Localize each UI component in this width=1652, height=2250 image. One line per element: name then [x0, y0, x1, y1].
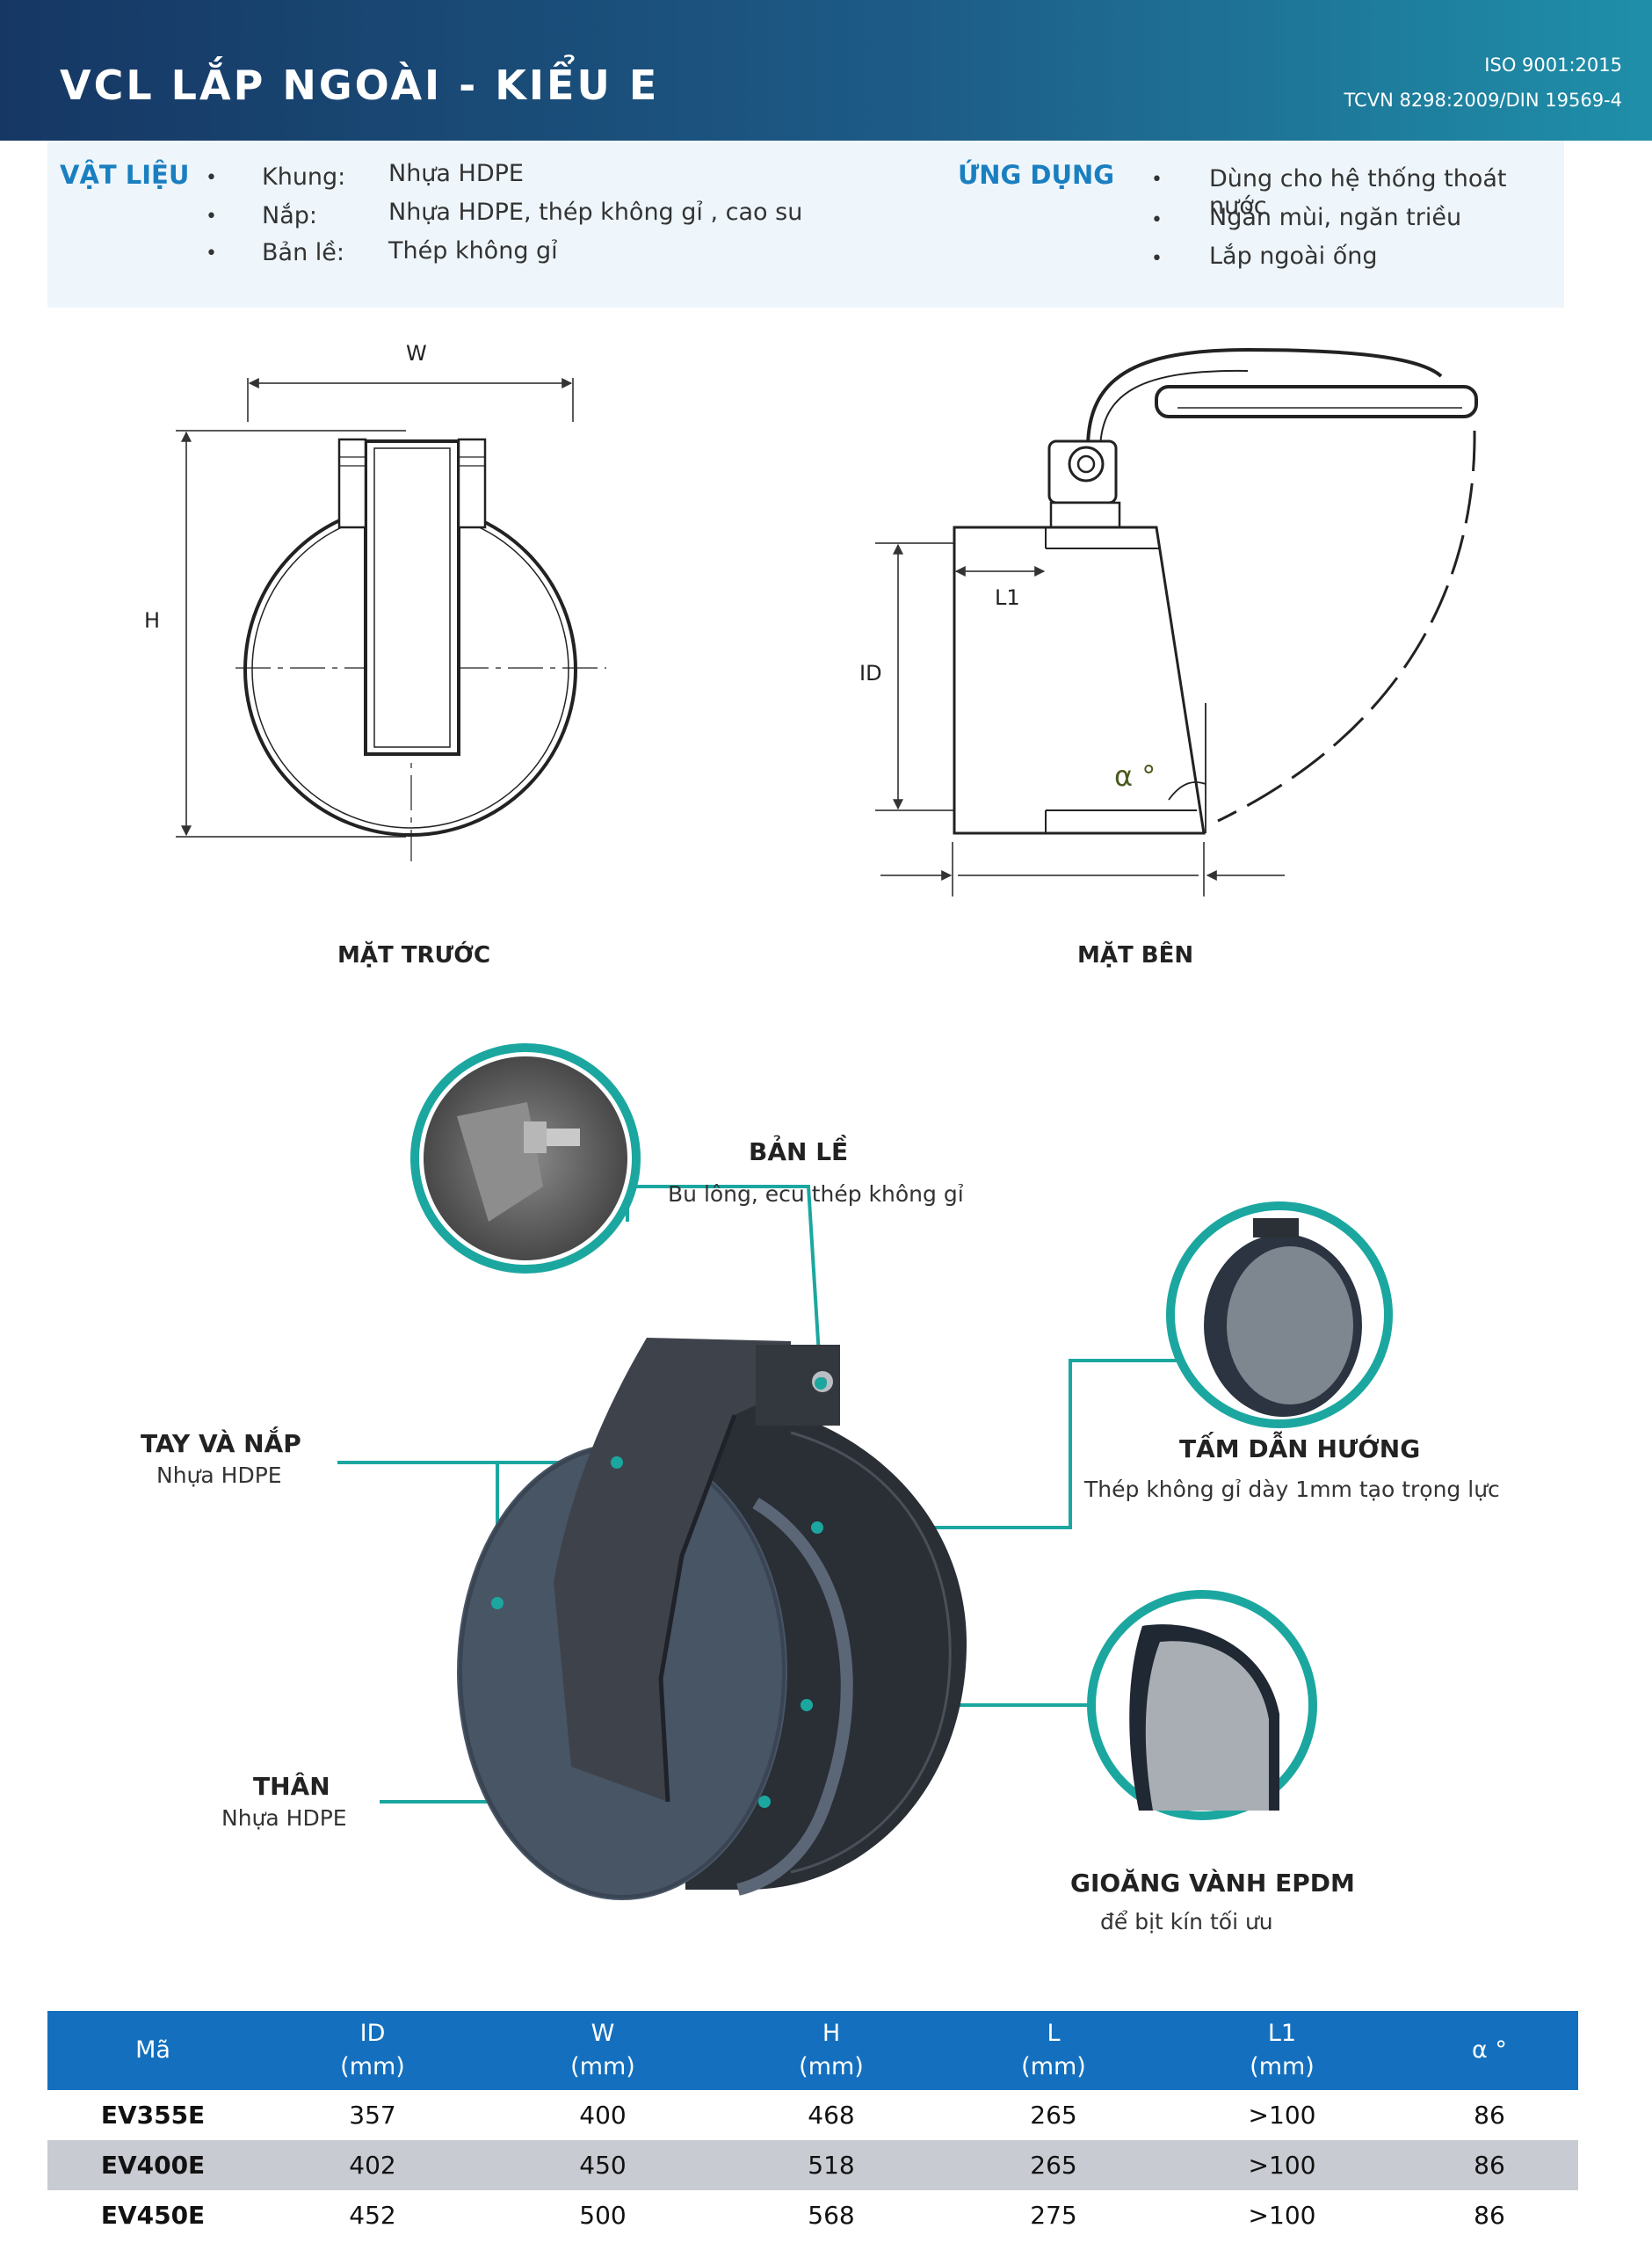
guide-plate-subtitle: Thép không gỉ dày 1mm tạo trọng lực	[1084, 1477, 1500, 1502]
material-label: Nắp:	[262, 202, 317, 229]
front-view	[176, 378, 606, 861]
guide-plate-title: TẤM DẪN HƯỚNG	[1179, 1434, 1421, 1463]
bullet: •	[1151, 209, 1163, 231]
col-header-id: ID(mm)	[258, 2011, 487, 2090]
col-header-h: H(mm)	[719, 2011, 944, 2090]
col-header-alpha: α °	[1401, 2011, 1578, 2090]
front-view-label: MẶT TRƯỚC	[337, 942, 491, 969]
gasket-detail-image	[1087, 1590, 1317, 1820]
dim-alpha-label: α °	[1114, 759, 1156, 793]
cell-code: EV400E	[47, 2140, 258, 2190]
material-label: Khung:	[262, 163, 346, 191]
bullet: •	[206, 167, 217, 189]
page-title: VCL LẮP NGOÀI - KIỂU E	[60, 62, 660, 109]
cell-l: 265	[1030, 2101, 1077, 2130]
cell-id: 402	[258, 2140, 487, 2190]
material-label: Bản lề:	[262, 239, 344, 266]
bullet: •	[206, 206, 217, 228]
cell-w: 500	[579, 2201, 627, 2230]
col-header-l: L(mm)	[944, 2011, 1163, 2090]
dim-w-label: W	[406, 341, 427, 366]
gasket-title: GIOĂNG VÀNH EPDM	[1070, 1869, 1355, 1898]
cell-alpha: 86	[1474, 2201, 1505, 2230]
bullet: •	[1151, 248, 1163, 270]
materials-heading: VẬT LIỆU	[60, 160, 190, 190]
spec-table: Mã ID(mm) W(mm) H(mm) L(mm) L1(mm) α ° E…	[47, 2011, 1578, 2240]
table-row: EV450E 452 500 568 275 >100 86	[47, 2190, 1578, 2240]
cell-l1: >100	[1248, 2101, 1316, 2130]
dim-h-label: H	[144, 608, 160, 633]
application-item: Dùng cho hệ thống thoát nước	[1209, 165, 1507, 220]
hinge-title: BẢN LỀ	[749, 1137, 849, 1166]
cell-w: 400	[579, 2101, 627, 2130]
drawing-svg: W H	[144, 341, 1478, 896]
bullet: •	[1151, 169, 1163, 191]
side-view	[875, 347, 1478, 896]
valve-body	[457, 1338, 967, 1900]
application-item: Ngăn mùi, ngăn triều	[1209, 204, 1462, 231]
cell-id: 452	[349, 2201, 396, 2230]
callout-dots	[491, 1377, 827, 1808]
col-header-w: W(mm)	[487, 2011, 719, 2090]
cell-l: 275	[1030, 2201, 1077, 2230]
cell-id: 357	[349, 2101, 396, 2130]
gasket-subtitle: để bịt kín tối ưu	[1100, 1909, 1273, 1934]
table-header-row: Mã ID(mm) W(mm) H(mm) L(mm) L1(mm) α °	[47, 2011, 1578, 2090]
cell-w: 450	[487, 2140, 719, 2190]
arm-cover-subtitle: Nhựa HDPE	[156, 1462, 282, 1488]
table-row: EV355E 357 400 468 265 >100 86	[47, 2090, 1578, 2140]
application-item: Lắp ngoài ống	[1209, 243, 1378, 270]
cell-h: 468	[808, 2101, 855, 2130]
dim-l1-label: L1	[995, 585, 1020, 610]
standard-tcvn: TCVN 8298:2009/DIN 19569-4	[1344, 90, 1622, 111]
cell-h: 518	[719, 2140, 944, 2190]
cell-code: EV450E	[100, 2201, 206, 2230]
cell-h: 568	[808, 2201, 855, 2230]
table-row: EV400E 402 450 518 265 >100 86	[47, 2140, 1578, 2190]
page-header: VCL LẮP NGOÀI - KIỂU E ISO 9001:2015 TCV…	[0, 0, 1652, 141]
guide-plate-detail-image	[1166, 1201, 1393, 1428]
body-subtitle: Nhựa HDPE	[221, 1805, 347, 1831]
info-band: VẬT LIỆU • • • Khung: Nhựa HDPE Nắp: Nhự…	[47, 141, 1564, 308]
technical-drawings: W H	[0, 316, 1652, 1002]
dim-id-label: ID	[859, 661, 882, 686]
arm-cover-title: TAY VÀ NẮP	[141, 1429, 301, 1458]
cell-code: EV355E	[100, 2101, 206, 2130]
side-view-label: MẶT BÊN	[1077, 942, 1194, 969]
cell-l1: >100	[1248, 2201, 1316, 2230]
standard-iso: ISO 9001:2015	[1484, 54, 1622, 76]
product-illustration: BẢN LỀ Bu lông, ecu thép không gỉ TAY VÀ…	[0, 1011, 1652, 1986]
product-svg	[337, 1043, 1393, 1900]
applications-heading: ỨNG DỤNG	[958, 160, 1115, 190]
cell-alpha: 86	[1474, 2101, 1505, 2130]
material-value: Thép không gỉ	[388, 237, 558, 265]
cell-l1: >100	[1163, 2140, 1401, 2190]
body-title: THÂN	[253, 1772, 330, 1801]
col-header-code: Mã	[47, 2011, 258, 2090]
bullet: •	[206, 243, 217, 265]
cell-l: 265	[944, 2140, 1163, 2190]
material-value: Nhựa HDPE	[388, 160, 524, 187]
cell-alpha: 86	[1401, 2140, 1578, 2190]
material-value: Nhựa HDPE, thép không gỉ , cao su	[388, 199, 803, 226]
col-header-l1: L1(mm)	[1163, 2011, 1401, 2090]
hinge-subtitle: Bu lông, ecu thép không gỉ	[668, 1181, 964, 1207]
hinge-detail-image	[410, 1043, 641, 1274]
